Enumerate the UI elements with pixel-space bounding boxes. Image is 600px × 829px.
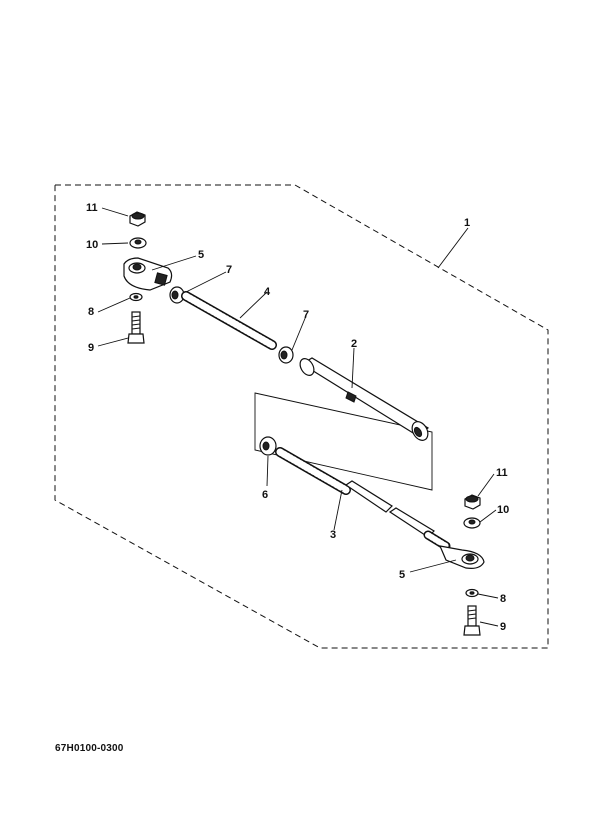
callout-7-lower: 7 xyxy=(303,309,309,321)
ball-joint-5-upper xyxy=(123,257,173,291)
jam-nut-7-lower xyxy=(278,346,294,364)
threaded-rod-4 xyxy=(181,291,277,350)
callout-6: 6 xyxy=(262,489,268,501)
callout-5-lower: 5 xyxy=(399,569,405,581)
washer-8-lower xyxy=(465,588,479,598)
callout-2: 2 xyxy=(351,338,357,350)
callout-11-lower: 11 xyxy=(496,467,508,479)
callout-5-upper: 5 xyxy=(198,249,204,261)
tube-rod-2 xyxy=(299,357,430,441)
callout-10-lower: 10 xyxy=(497,504,509,516)
callout-4: 4 xyxy=(264,286,271,298)
washer-8-upper xyxy=(129,292,143,302)
callout-9-upper: 9 xyxy=(88,342,94,354)
drawing-code: 67H0100-0300 xyxy=(55,743,124,754)
washer-10-upper xyxy=(129,237,147,249)
callout-10-upper: 10 xyxy=(86,239,98,251)
nut-6 xyxy=(259,436,277,456)
callout-8-upper: 8 xyxy=(88,306,94,318)
callout-7-upper: 7 xyxy=(226,264,232,276)
nut-11-lower xyxy=(464,494,481,510)
callout-3: 3 xyxy=(330,529,336,541)
nut-11-upper xyxy=(129,211,146,227)
bolt-9-upper xyxy=(127,311,145,344)
callout-9-lower: 9 xyxy=(500,621,506,633)
ball-joint-5-lower xyxy=(439,545,485,569)
threaded-rod-3 xyxy=(275,447,451,551)
bolt-9-lower xyxy=(463,605,481,636)
callout-1: 1 xyxy=(464,217,470,229)
callout-8-lower: 8 xyxy=(500,593,506,605)
callout-11-upper: 11 xyxy=(86,202,98,214)
jam-nut-7-upper xyxy=(169,286,185,304)
washer-10-lower xyxy=(463,517,481,529)
sub-assembly-box xyxy=(254,392,433,491)
assembly-boundary xyxy=(54,184,549,649)
leader-lines xyxy=(97,207,499,627)
